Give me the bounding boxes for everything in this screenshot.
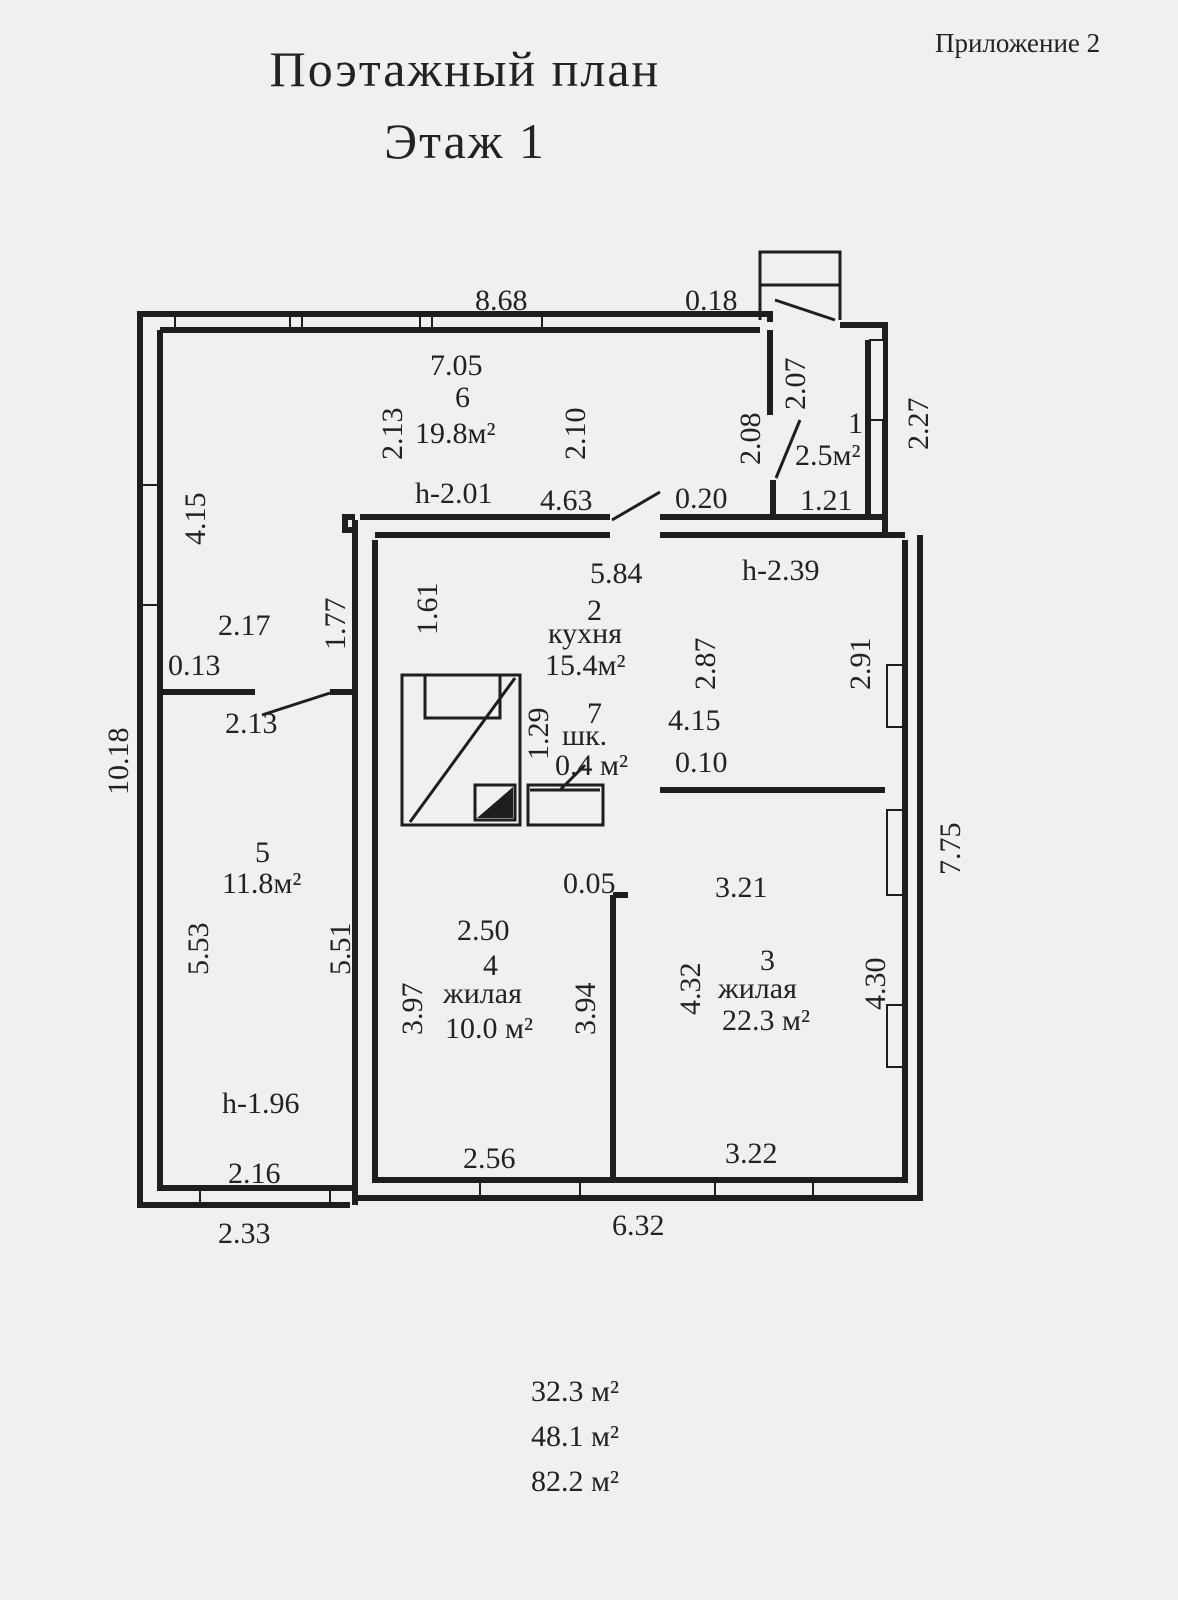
dim-label: 0.20 <box>675 482 728 515</box>
dim-label: 4.30 <box>859 958 892 1011</box>
dim-label: 1.21 <box>800 484 853 517</box>
dim-label: 7.75 <box>934 823 967 876</box>
total-area-2: 48.1 м² <box>531 1420 619 1453</box>
window-bottom-1 <box>199 1189 331 1204</box>
windows <box>141 315 904 1204</box>
dim-label: 4.15 <box>179 493 212 546</box>
dim-label: 2.13 <box>376 408 409 461</box>
dim-label: 3.94 <box>569 983 602 1036</box>
dim-label: 2.10 <box>559 408 592 461</box>
window-top-2 <box>301 315 421 329</box>
window-right-1 <box>886 664 904 728</box>
dim-label: 2.16 <box>228 1157 281 1190</box>
room-3-area: 22.3 м² <box>722 1004 810 1037</box>
height-label: h-2.39 <box>742 554 820 587</box>
window-bottom-2 <box>479 1181 581 1197</box>
dim-label: 2.33 <box>218 1217 271 1250</box>
window-top-1 <box>174 315 291 329</box>
dim-label: 4.63 <box>540 484 593 517</box>
room-3-num: 3 <box>760 944 775 977</box>
stove <box>400 673 605 827</box>
window-right-3 <box>886 1004 904 1068</box>
doors <box>261 419 802 792</box>
room-4-name: жилая <box>442 977 522 1010</box>
dim-label: 3.21 <box>715 871 768 904</box>
plan-labels: 8.68 0.18 7.05 2.13 2.10 2.07 2.08 2.27 … <box>102 284 967 1250</box>
dim-label: 2.13 <box>225 707 278 740</box>
height-label: h-1.96 <box>222 1087 300 1120</box>
total-area-3: 82.2 м² <box>531 1465 619 1498</box>
dim-label: 1.61 <box>411 583 444 636</box>
room-7-num: 7 <box>587 697 602 730</box>
dim-label: 2.08 <box>734 413 767 466</box>
room-7-area: 0.4 м² <box>555 749 628 782</box>
dim-label: 5.84 <box>590 557 643 590</box>
dim-label: 7.05 <box>430 349 483 382</box>
dim-label: 0.05 <box>563 867 616 900</box>
room-2-num: 2 <box>587 594 602 627</box>
room-6-num: 6 <box>455 381 470 414</box>
window-right-vest <box>869 339 885 421</box>
dim-label: 2.56 <box>463 1142 516 1175</box>
dim-label: 4.15 <box>668 704 721 737</box>
dim-label: 2.91 <box>844 638 877 691</box>
dim-label: 4.32 <box>674 963 707 1016</box>
room-5-area: 11.8м² <box>222 867 301 900</box>
dim-label: 3.22 <box>725 1137 778 1170</box>
window-bottom-3 <box>714 1181 814 1197</box>
window-top-3 <box>431 315 543 329</box>
porch <box>758 250 842 322</box>
window-right-2 <box>886 809 904 896</box>
floor-title: Этаж 1 <box>384 113 546 169</box>
dim-label: 2.27 <box>902 398 935 451</box>
dim-label: 1.29 <box>522 708 555 761</box>
room-7-name: шк. <box>562 719 607 752</box>
dim-label: 10.18 <box>102 728 135 796</box>
room-5-num: 5 <box>255 836 270 869</box>
plan-title: Поэтажный план <box>269 41 661 97</box>
dim-label: 6.32 <box>612 1209 665 1242</box>
room-4-num: 4 <box>483 949 498 982</box>
window-left-1 <box>141 484 159 606</box>
total-area-1: 32.3 м² <box>531 1375 619 1408</box>
dim-label: 8.68 <box>475 284 528 317</box>
dim-label: 2.50 <box>457 914 510 947</box>
room-2-area: 15.4м² <box>545 649 625 682</box>
room-4-area: 10.0 м² <box>445 1012 533 1045</box>
room-6-area: 19.8м² <box>415 417 495 450</box>
dim-label: 2.17 <box>218 609 271 642</box>
dim-label: 0.10 <box>675 746 728 779</box>
dim-label: 0.13 <box>168 649 221 682</box>
height-label: h-2.01 <box>415 477 493 510</box>
annex-label: Приложение 2 <box>935 28 1101 58</box>
room-2-name: кухня <box>548 617 622 650</box>
room-1-num: 1 <box>848 407 863 440</box>
dim-label: 1.77 <box>319 598 352 651</box>
dim-label: 2.07 <box>779 358 812 411</box>
dim-label: 2.87 <box>689 638 722 691</box>
dim-label: 5.51 <box>324 923 357 976</box>
room-1-area: 2.5м² <box>795 439 860 472</box>
room-3-name: жилая <box>717 972 797 1005</box>
dim-label: 3.97 <box>396 983 429 1036</box>
dim-label: 0.18 <box>685 284 738 317</box>
dim-label: 5.53 <box>182 923 215 976</box>
